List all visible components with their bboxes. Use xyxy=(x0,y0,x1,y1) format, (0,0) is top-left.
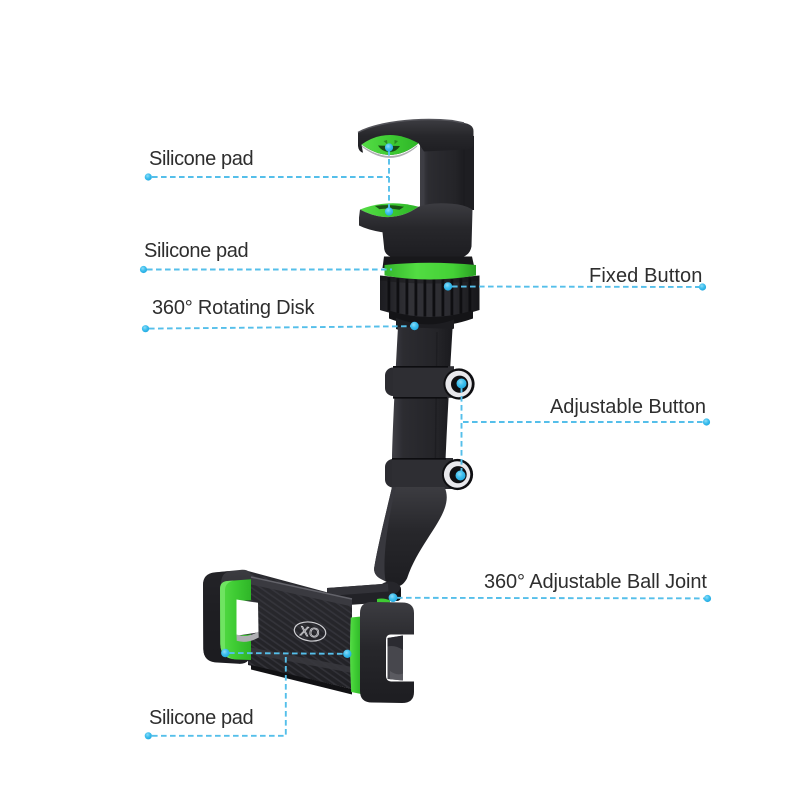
svg-text:XO: XO xyxy=(299,623,321,641)
